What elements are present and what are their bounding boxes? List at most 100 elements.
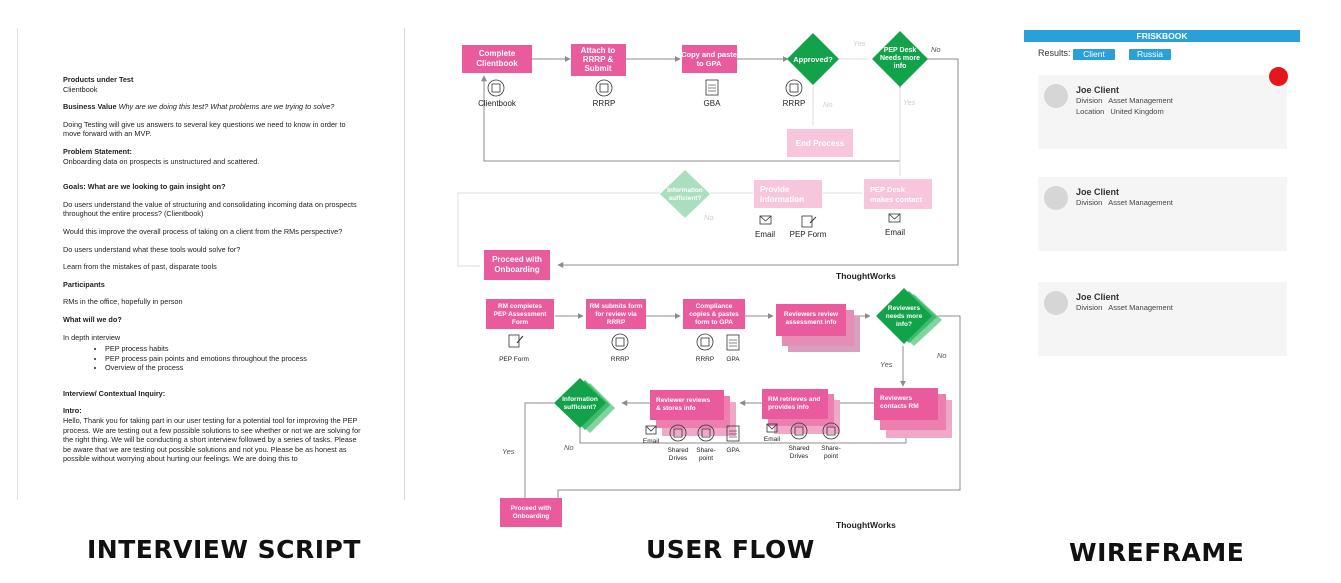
filter-chip-client[interactable]: Client [1073, 49, 1115, 60]
field-label: Location [1076, 107, 1105, 116]
pep-form-caption: PEP Form [790, 230, 827, 239]
thoughtworks-logo-bottom: ThoughtWorks [836, 520, 896, 530]
sharepoint-icon [822, 422, 840, 440]
problem-body: Onboarding data on prospects is unstruct… [63, 156, 260, 166]
intro-heading: Intro: [63, 406, 82, 416]
proceed-label-1: Proceed with [511, 505, 551, 512]
pep-form-icon [801, 215, 817, 228]
shared-drives-caption-2: Drives [669, 455, 688, 462]
business-value-body: Doing Testing will give us answers to se… [63, 119, 346, 139]
email-caption: Email [764, 436, 781, 443]
proceed-label-1: Proceed with [492, 255, 542, 264]
pep-desk-contact-box [864, 179, 932, 209]
attach-label-2: RRRP & [583, 55, 614, 64]
compliance-box [683, 299, 745, 329]
email-caption: Email [755, 230, 775, 239]
client-name: Joe Client [1076, 85, 1120, 95]
avatar [1044, 84, 1068, 108]
reviewers-needs-label-3: info? [896, 321, 912, 328]
email-icon [759, 215, 772, 225]
no-label: No [704, 213, 714, 222]
sharepoint-caption-1: Share- [821, 445, 841, 452]
reviewers-needs-label-2: needs more [886, 313, 923, 320]
business-value-label: Business Value [63, 102, 117, 112]
participants-heading: Participants [63, 279, 105, 289]
rrrp-icon [785, 79, 803, 97]
end-process-box [787, 129, 853, 157]
no-label: No [937, 351, 947, 360]
info-sufficient-decision-faded [660, 170, 710, 218]
reviewer-stores-label-2: & stores info [656, 405, 696, 412]
rm-retrieves-box [762, 389, 828, 419]
reviewers-needs-decision [876, 288, 932, 344]
client-name: Joe Client [1076, 292, 1120, 302]
what-heading: What will we do? [63, 314, 122, 324]
info-sufficient-label-2: sufficient? [564, 404, 597, 411]
wireframe-panel: FRISKBOOK Results: Client Russia Joe Cli… [1024, 30, 1301, 370]
rrrp-caption: RRRP [611, 356, 629, 363]
goal-item: Do users understand the value of structu… [63, 199, 357, 219]
sharepoint-caption-1: Share- [696, 447, 716, 454]
rrrp-caption: RRRP [593, 99, 616, 108]
clientbook-caption: Clientbook [478, 99, 517, 108]
what-intro: In depth interview [63, 332, 121, 342]
info-sufficient-label-1: Information [667, 187, 703, 194]
reviewers-review-box [776, 304, 846, 336]
attach-rrrp-box [571, 44, 626, 76]
field-label: Division [1076, 198, 1103, 207]
proceed-label-2: Onboarding [513, 513, 550, 520]
products-heading: Products under Test [63, 75, 134, 84]
goal-item: Learn from the mistakes of past, dispara… [63, 262, 217, 272]
reviewer-stores-label-1: Reviewer reviews [656, 397, 711, 404]
avatar [1044, 291, 1068, 315]
friskbook-header: FRISKBOOK [1024, 30, 1300, 42]
sharepoint-icon [697, 424, 715, 442]
business-value-question: Why are we doing this test? What problem… [118, 102, 335, 112]
proceed-label-2: Onboarding [494, 265, 539, 274]
provide-information-box [754, 180, 822, 208]
rrrp-icon [595, 79, 613, 97]
rm-submits-label-2: for review via [595, 311, 637, 318]
field-label: Division [1076, 96, 1103, 105]
no-label: No [931, 45, 941, 54]
no-label: No [823, 100, 833, 109]
reviewers-review-label-1: Reviewers review [784, 311, 839, 318]
rm-retrieves-label-2: provides info [768, 404, 809, 411]
complete-clientbook-label-1: Complete [479, 49, 516, 58]
filter-chip-russia[interactable]: Russia [1129, 49, 1171, 60]
yes-label: Yes [880, 360, 893, 369]
pep-desk-label-2: Needs more [880, 55, 920, 62]
reviewers-review-label-2: assessment info [786, 319, 837, 326]
rrrp-caption: RRRP [696, 356, 714, 363]
rm-completes-box [486, 299, 554, 329]
reviewers-contact-box [874, 388, 938, 420]
reviewer-stores-box [650, 390, 724, 420]
reviewers-contact-label-1: Reviewers [880, 395, 913, 402]
rm-retrieves-label-1: RM retrieves and [768, 396, 820, 403]
what-bullet: PEP process habits [105, 344, 363, 354]
gpa-icon [726, 425, 740, 442]
proceed-onboarding-box-bottom [500, 498, 562, 527]
sharepoint-caption-2: point [824, 453, 838, 460]
rm-completes-label-3: Form [512, 319, 528, 326]
gpa-icon [726, 334, 740, 351]
rm-submits-label-3: RRRP [607, 319, 626, 326]
approved-decision-diamond [787, 33, 839, 85]
result-card[interactable]: Joe Client Division Asset Management Loca… [1038, 75, 1287, 149]
email-icon [645, 425, 657, 435]
pep-form-icon [508, 334, 524, 348]
interview-script-document: Products under Test Clientbook Business … [17, 28, 405, 500]
gba-caption: GBA [704, 99, 722, 108]
products-value: Clientbook [63, 84, 98, 94]
pep-desk-label-3: info [894, 63, 907, 70]
pep-form-caption: PEP Form [499, 356, 529, 363]
what-bullet: PEP process pain points and emotions thr… [105, 354, 363, 364]
reviewers-contact-label-2: contacts RM [880, 403, 919, 410]
field-value: Asset Management [1108, 303, 1173, 312]
field-value: Asset Management [1108, 96, 1173, 105]
attach-label-3: Submit [584, 64, 611, 73]
